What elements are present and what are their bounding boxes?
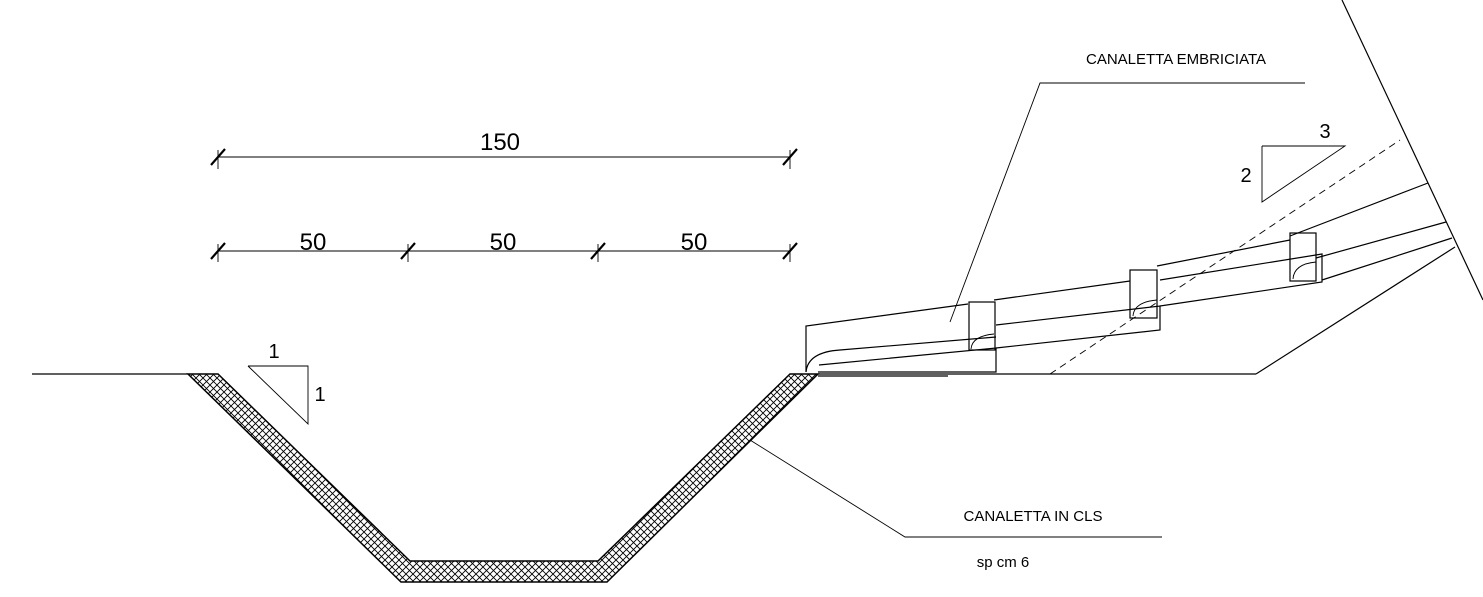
label-cls: CANALETTA IN CLS sp cm 6 — [749, 439, 1162, 571]
slope-indicator-right: 3 2 — [1240, 121, 1347, 203]
dimension-segment-label: 50 — [300, 229, 327, 256]
stepped-channel — [805, 182, 1453, 377]
dimension-total: 150 — [210, 129, 798, 169]
concrete-channel — [186, 373, 820, 583]
slope-right-vertical: 2 — [1240, 165, 1251, 187]
dimension-segment-label: 50 — [681, 229, 708, 256]
dimension-total-label: 150 — [480, 129, 520, 156]
label-thickness-text: sp cm 6 — [977, 554, 1030, 571]
label-embriciata: CANALETTA EMBRICIATA — [949, 51, 1305, 323]
label-embriciata-text: CANALETTA EMBRICIATA — [1086, 51, 1266, 68]
dimension-segment-label: 50 — [490, 229, 517, 256]
label-cls-text: CANALETTA IN CLS — [964, 508, 1103, 525]
slope-right-horizontal: 3 — [1319, 121, 1330, 143]
slope-left-horizontal: 1 — [268, 341, 279, 363]
dimension-segments: 50 50 50 — [210, 229, 798, 262]
embankment — [818, 0, 1483, 375]
slope-left-vertical: 1 — [314, 384, 325, 406]
slope-indicator-left: 1 1 — [247, 341, 326, 426]
